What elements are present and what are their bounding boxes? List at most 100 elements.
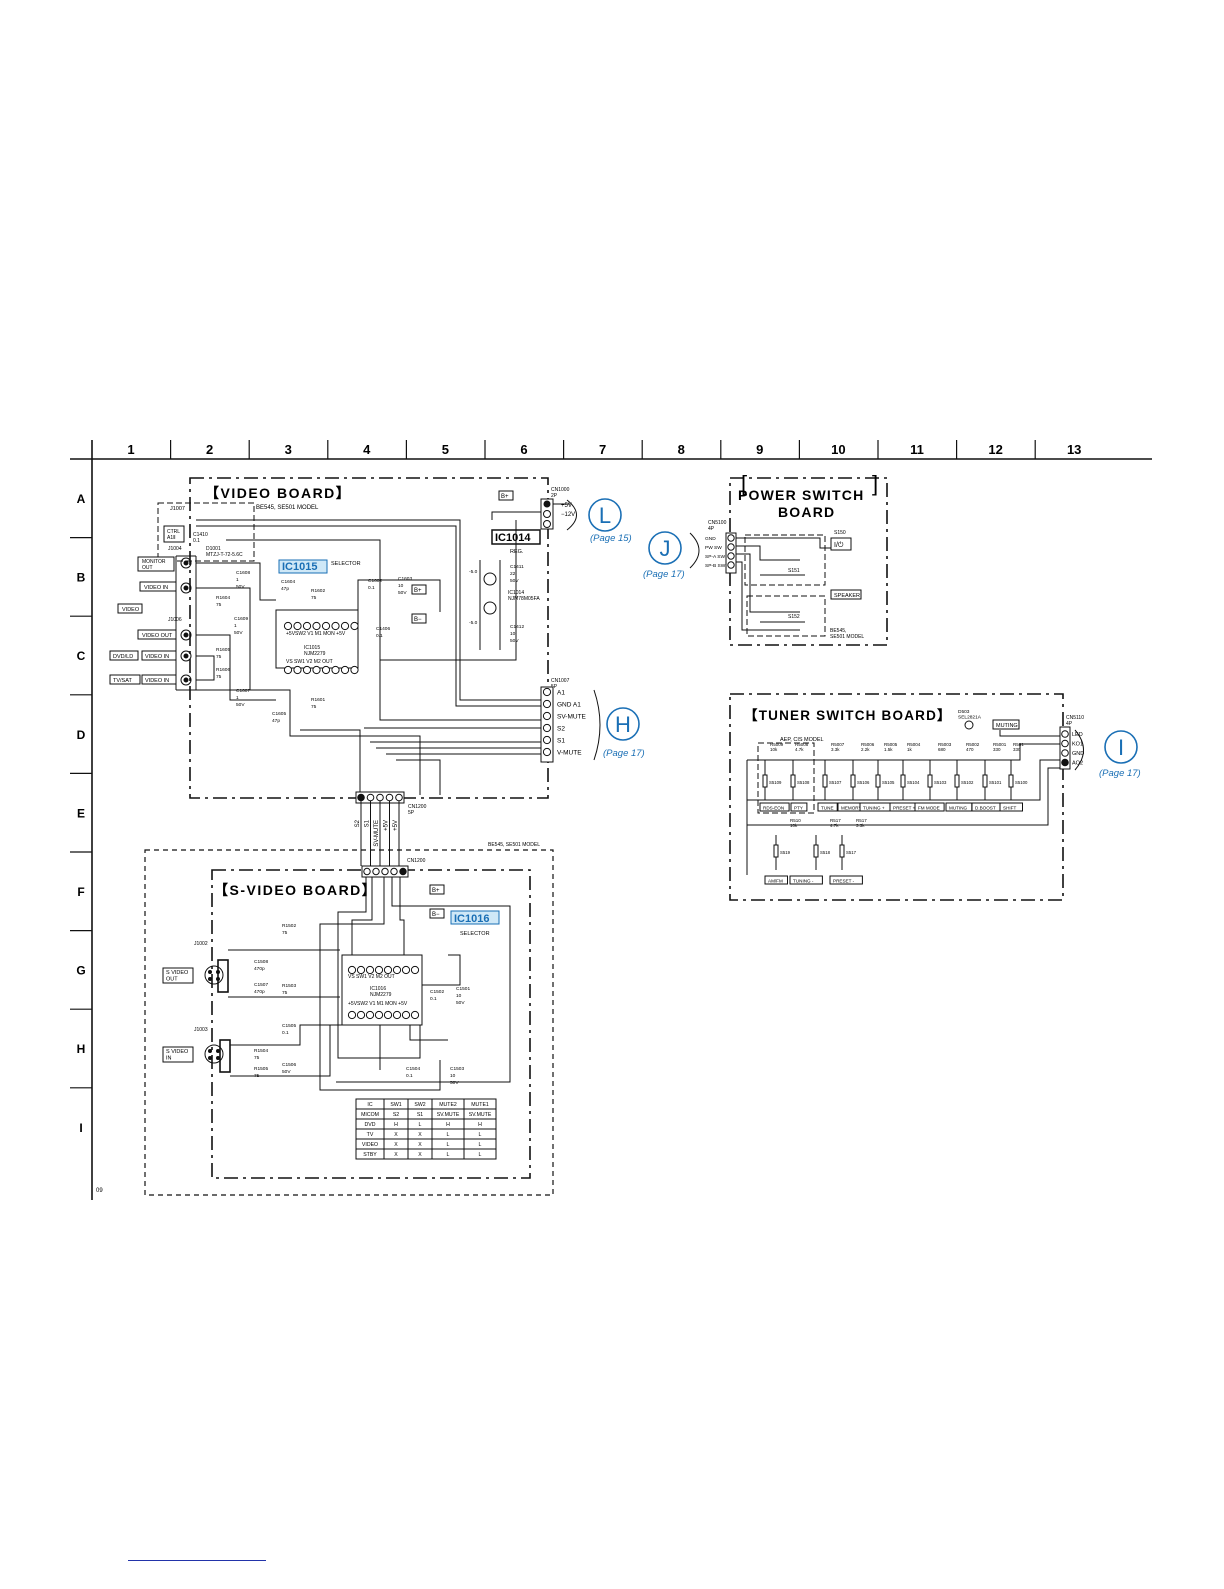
page-ref-page: (Page 17) xyxy=(643,569,685,580)
tuner-lower-switch-body xyxy=(773,844,779,858)
ic1015-role: SELECTOR xyxy=(331,561,361,567)
ic1015-pin-circles xyxy=(283,621,359,675)
grid-col-label: 5 xyxy=(442,442,449,457)
cn5100-pin xyxy=(727,552,735,560)
tuner-switch-body xyxy=(927,774,933,788)
grid-col-label: 11 xyxy=(910,442,924,457)
tuner-lower-switch-body xyxy=(839,844,845,858)
j1004-label: J1004 xyxy=(168,546,182,552)
ic1015-pin xyxy=(302,621,312,631)
page-ref-letter: J xyxy=(660,536,671,561)
ic1015-body xyxy=(275,609,359,669)
tuner-switch-body xyxy=(982,774,988,788)
cn5110-pin xyxy=(1061,739,1069,748)
tuner-lower-switch-body xyxy=(813,844,819,858)
tuner-switch-body xyxy=(954,774,960,788)
grid-col-label: 2 xyxy=(206,442,213,457)
cn1000-pin3 xyxy=(543,520,551,528)
tuner-lower-button-label: PRESET - xyxy=(833,879,855,884)
j1007-label: J1007 xyxy=(170,506,185,512)
tuner-switch-id: S5106 xyxy=(857,780,870,785)
page-ref-page: (Page 15) xyxy=(590,533,632,544)
tuner-switch-id: S5103 xyxy=(934,780,947,785)
page-ref-letter: L xyxy=(599,503,611,528)
svideo-cn-pin xyxy=(399,867,407,876)
truth-table-cell: L xyxy=(479,1132,482,1138)
b-plus-top: B+ xyxy=(501,494,509,500)
ic1015-pins-top: +5VSW2 V1 M1 MON +5V xyxy=(286,631,346,637)
b-minus-mid-box xyxy=(411,613,427,624)
svideo-cn-pin xyxy=(372,867,380,876)
tuner-lower-button-label: AM/FM xyxy=(768,879,783,884)
s-video-out-box xyxy=(162,967,194,984)
video-board-model-note: BE545, SE501 MODEL xyxy=(256,505,319,511)
video-out-label: VIDEO OUT xyxy=(142,633,173,639)
ic1016-pin xyxy=(374,1010,384,1020)
cn1007-pin-label: A1 xyxy=(557,690,565,697)
tuner-switch-body xyxy=(875,774,881,788)
truth-table-cell: IC xyxy=(367,1102,372,1108)
s-video-in-box xyxy=(162,1046,194,1063)
video-group-box xyxy=(117,603,143,614)
cn1200-wire-label: S2 xyxy=(355,819,361,827)
ic1014-reg-symbol-b xyxy=(483,601,497,615)
grid-col-label: 1 xyxy=(127,442,134,457)
cn1000-pin1 xyxy=(543,500,551,508)
minus-5v-a: -5.0 xyxy=(469,569,478,575)
svideo-board: BE545, SE501 MODEL 【S-VIDEO BOARD】 CN120… xyxy=(144,842,554,1196)
muting-box xyxy=(992,719,1020,730)
svideo-cn-pin xyxy=(390,867,398,876)
cn5100-pin-label: SP-B SW xyxy=(705,563,726,569)
grid-col-label: 7 xyxy=(599,442,606,457)
cn5100-pin xyxy=(727,561,735,569)
bottom-link-rule xyxy=(128,1560,266,1561)
ic1015-pin xyxy=(350,621,359,631)
page-ref-bracket xyxy=(1074,729,1084,771)
power-board-wiring xyxy=(736,537,831,631)
ic1015-pin xyxy=(293,665,302,675)
ic1015-pin xyxy=(340,665,350,675)
page-ref-letter: H xyxy=(615,712,631,737)
truth-table-cell: MUTE2 xyxy=(439,1102,457,1108)
tuner-lower-button-label: TUNING - xyxy=(793,879,814,884)
tuner-switch-body xyxy=(790,774,796,788)
page-ref-bracket xyxy=(593,689,601,761)
video-in-3-label: VIDEO IN xyxy=(145,678,169,684)
truth-table-cell: H xyxy=(394,1122,398,1128)
j1002-label: J1002 xyxy=(194,941,208,947)
svideo-b-plus: B+ xyxy=(432,888,440,894)
ic1016-pin xyxy=(365,965,375,975)
page-ref-bracket xyxy=(689,532,700,569)
ic1016-highlight xyxy=(450,910,500,925)
ic1016-pin xyxy=(347,965,357,975)
page-reference-group: L(Page 15)J(Page 17)H(Page 17)I(Page 17) xyxy=(566,498,1141,779)
grid-row-label: F xyxy=(77,885,84,899)
tuner-button-label: PRESET + xyxy=(893,806,916,811)
svideo-cn-pins xyxy=(363,867,407,876)
cn1200-wire-label: S1 xyxy=(365,819,371,827)
grid-col-label: 13 xyxy=(1067,442,1081,457)
page-ref-circle xyxy=(588,498,622,532)
page-ref-page: (Page 17) xyxy=(1099,768,1141,779)
svideo-b-minus: B− xyxy=(432,912,440,918)
